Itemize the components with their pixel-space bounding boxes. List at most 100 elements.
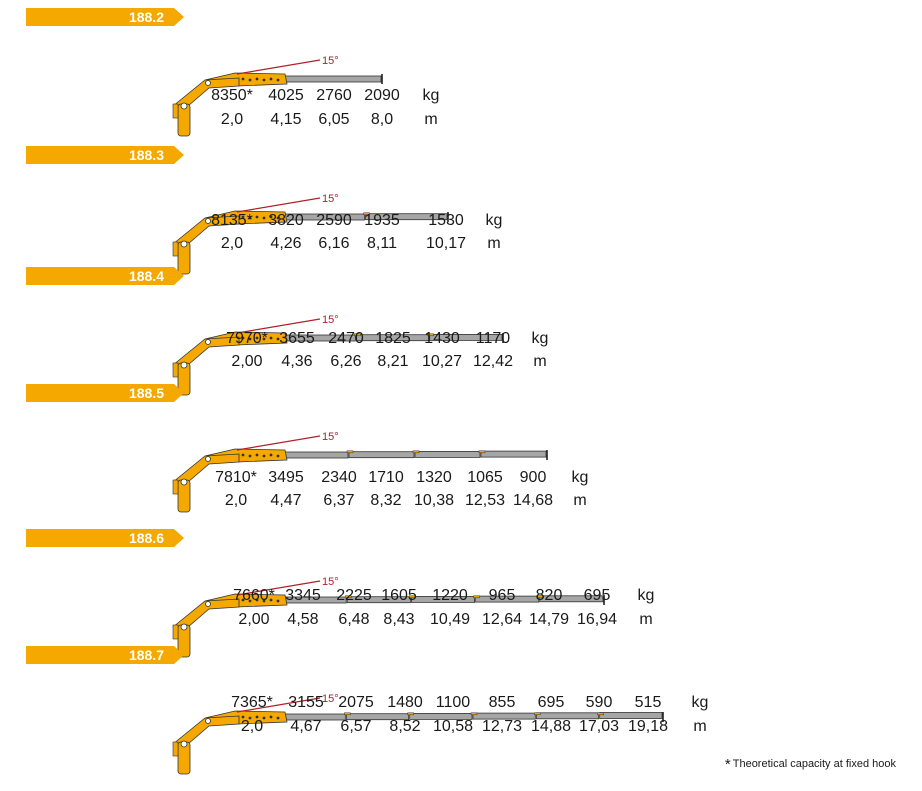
model-tag: 188.6	[26, 529, 186, 547]
reach-value: 6,05	[318, 111, 350, 128]
extension-segment	[475, 595, 540, 603]
segment-collar	[344, 595, 352, 599]
capacity-value: 1065	[467, 469, 503, 486]
extension-segment	[599, 712, 663, 719]
extension-segment	[348, 451, 415, 459]
extension-segment	[409, 713, 473, 720]
segment-collar	[363, 212, 370, 216]
capacity-value: 8350*	[211, 87, 253, 104]
boom-rivet	[241, 215, 245, 219]
boom-rivet	[262, 716, 266, 720]
capacity-value: 8135*	[211, 212, 253, 229]
boom-rivet	[262, 78, 266, 82]
reach-value: 4,67	[290, 718, 322, 735]
extension-segment	[410, 596, 475, 603]
extension-segment	[282, 75, 382, 83]
reach-value: 2,0	[220, 111, 244, 128]
reach-value: 14,88	[530, 718, 572, 735]
reach-value: 12,73	[481, 718, 523, 735]
reach-value: 2,0	[224, 492, 248, 509]
boom-rivet	[276, 454, 280, 458]
boom-rivet	[276, 337, 280, 341]
boom-rivet	[255, 715, 259, 719]
model-tag-shape	[26, 8, 184, 26]
capacity-value: 2760	[316, 87, 352, 104]
capacity-unit: kg	[531, 330, 549, 347]
capacity-unit: kg	[571, 469, 589, 486]
boom-rivet	[276, 599, 280, 603]
reach-value: 2,00	[231, 353, 263, 370]
boom-rivet	[255, 215, 259, 219]
boom-rivet	[262, 454, 266, 458]
capacity-value: 1935	[364, 212, 400, 229]
angle-label: 15°	[322, 55, 339, 67]
angle-line	[236, 435, 321, 451]
reach-unit: m	[693, 718, 707, 735]
reach-value: 6,16	[318, 235, 350, 252]
reach-value: 6,26	[330, 353, 362, 370]
reach-value: 2,0	[240, 718, 264, 735]
reach-value: 10,58	[432, 718, 474, 735]
model-label: 188.6	[128, 530, 164, 546]
capacity-value: 1430	[424, 330, 460, 347]
model-tag-shape	[26, 646, 184, 664]
capacity-value: 4025	[268, 87, 304, 104]
reach-value: 10,17	[425, 235, 467, 252]
capacity-value: 1320	[416, 469, 452, 486]
reach-value: 4,36	[281, 353, 313, 370]
footnote-star: *	[724, 756, 731, 773]
crane-diagram: 15°	[172, 55, 383, 137]
reach-value: 4,47	[270, 492, 302, 509]
extension-segment	[539, 595, 604, 603]
capacity-value: 3345	[285, 587, 321, 604]
reach-value: 12,53	[464, 492, 506, 509]
column-cylinder	[172, 103, 179, 119]
reach-unit: m	[424, 111, 438, 128]
reach-value: 4,15	[270, 111, 302, 128]
reach-value: 4,58	[287, 611, 319, 628]
segment-collar	[473, 595, 480, 599]
capacity-value: 7660*	[233, 587, 275, 604]
angle-label: 15°	[322, 693, 339, 705]
boom-rivet	[269, 215, 273, 219]
column-cylinder	[172, 741, 179, 757]
crane-diagram: 15°	[172, 193, 449, 275]
pivot-joint	[205, 718, 211, 724]
reach-unit: m	[487, 235, 501, 252]
boom-rivet	[276, 78, 280, 82]
capacity-value: 1710	[368, 469, 404, 486]
boom-rivet	[241, 715, 245, 719]
angle-label: 15°	[322, 314, 339, 326]
reach-value: 8,32	[370, 492, 402, 509]
reach-value: 12,42	[472, 353, 514, 370]
extension-segment	[345, 713, 410, 721]
capacity-value: 2340	[321, 469, 357, 486]
capacity-value: 1530	[428, 212, 464, 229]
model-label: 188.4	[128, 268, 164, 284]
capacity-value: 3495	[268, 469, 304, 486]
boom-rivet	[269, 598, 273, 602]
model-tag-shape	[26, 384, 184, 402]
reach-value: 10,27	[421, 353, 463, 370]
segment-collar	[344, 712, 351, 716]
reach-value: 19,18	[627, 718, 669, 735]
pivot-joint	[205, 601, 211, 607]
reach-value: 8,52	[389, 718, 421, 735]
reach-value: 8,43	[383, 611, 415, 628]
reach-value: 6,37	[323, 492, 355, 509]
boom-rivet	[262, 216, 266, 220]
reach-unit: m	[533, 353, 547, 370]
angle-label: 15°	[322, 431, 339, 443]
pivot-joint	[180, 102, 188, 110]
boom-rivet	[269, 715, 273, 719]
boom-rivet	[248, 716, 252, 720]
pivot-joint	[205, 80, 211, 86]
reach-value: 2,0	[220, 235, 244, 252]
model-label: 188.3	[128, 147, 164, 163]
capacity-value: 3820	[268, 212, 304, 229]
reach-value: 8,11	[367, 235, 397, 252]
